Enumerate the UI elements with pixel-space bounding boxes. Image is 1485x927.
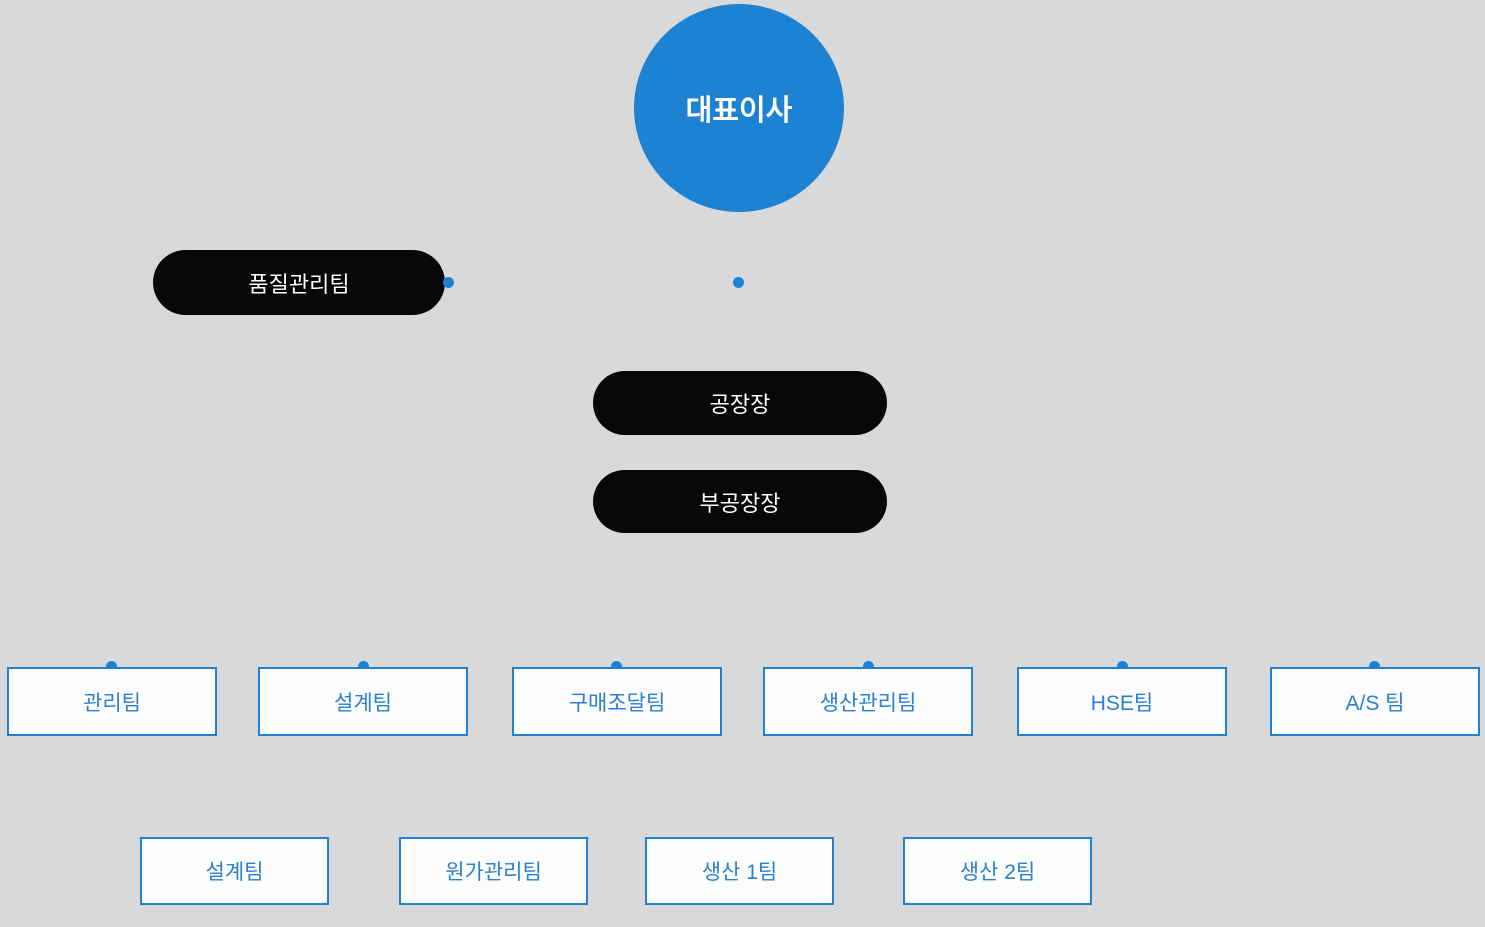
quality-team-node: 품질관리팀	[153, 250, 445, 315]
team-box-cost-management: 원가관리팀	[399, 837, 588, 905]
team-box-label: A/S 팀	[1345, 691, 1405, 715]
team-box-label: 구매조달팀	[568, 691, 666, 715]
connector-dot-quality	[443, 277, 454, 288]
team-box-label: 원가관리팀	[445, 861, 542, 884]
team-box-hse: HSE팀	[1017, 667, 1227, 736]
team-box-production-management: 생산관리팀	[763, 667, 973, 736]
ceo-label: 대표이사	[685, 95, 793, 127]
connector-dot-team-3	[863, 661, 874, 672]
connector-dot-center	[733, 277, 744, 288]
team-box-procurement: 구매조달팀	[512, 667, 722, 736]
team-box-label: 생산관리팀	[819, 691, 917, 715]
team-box-design-sub: 설계팀	[140, 837, 329, 905]
team-box-as: A/S 팀	[1270, 667, 1480, 736]
team-box-management: 관리팀	[7, 667, 217, 736]
connector-dot-team-4	[1117, 661, 1128, 672]
connector-dot-team-1	[358, 661, 369, 672]
connector-dot-team-5	[1369, 661, 1380, 672]
team-box-label: 설계팀	[205, 861, 264, 884]
factory-manager-node: 공장장	[593, 371, 887, 435]
team-box-production-1: 생산 1팀	[645, 837, 834, 905]
quality-team-label: 품질관리팀	[248, 271, 350, 297]
team-box-label: 설계팀	[334, 691, 392, 715]
team-box-label: 생산 2팀	[959, 861, 1036, 884]
ceo-node: 대표이사	[634, 4, 844, 212]
team-box-label: 생산 1팀	[701, 861, 778, 884]
connector-dot-team-0	[106, 661, 117, 672]
team-box-production-2: 생산 2팀	[903, 837, 1092, 905]
deputy-factory-manager-label: 부공장장	[699, 490, 781, 516]
factory-manager-label: 공장장	[709, 392, 771, 417]
team-box-label: HSE팀	[1090, 691, 1154, 715]
team-box-design: 설계팀	[258, 667, 468, 736]
team-box-label: 관리팀	[83, 691, 141, 715]
connector-dot-team-2	[611, 661, 622, 672]
deputy-factory-manager-node: 부공장장	[593, 470, 887, 533]
